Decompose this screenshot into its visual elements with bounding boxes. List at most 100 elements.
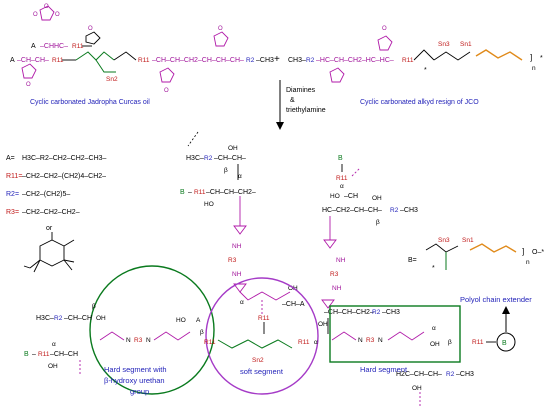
svg-text:–: – [188,189,192,196]
atom-N: N [126,337,131,344]
key-R11-formula: –CH2–CH2–(CH2)4–CH2– [22,173,106,180]
atom-B: B [338,155,343,162]
label-Sn2: Sn2 [106,76,118,83]
reagent-diamines: Diamines [286,87,316,94]
svg-text:]: ] [522,247,524,256]
key-B-label: B= [408,257,417,264]
alkyd-caption: Cyclic carbonated alkyd resign of JCO [360,99,479,106]
atom-OH: OH [228,145,238,152]
key-A-label: A= [6,155,15,162]
atom-O: O [44,4,49,10]
svg-text:H3C–: H3C– [186,155,204,162]
label-R11: R11 [194,189,206,196]
label-R11: R11 [72,43,84,50]
label-alpha: α [432,325,436,332]
label-R11: R11 [138,57,150,64]
atom-OH: OH [318,321,328,328]
label-beta: β [376,219,380,226]
intermediate-structure: H3C– R2 –CH–CH– OH β α B – R11 –CH–CH–CH… [180,131,305,334]
svg-text:HC–CH2–CH–CH–: HC–CH2–CH–CH– [322,207,382,214]
svg-text:–CH–CH–CH2–: –CH–CH–CH2– [206,189,256,196]
label-polyol-extender: Polyol chain extender [460,295,532,304]
label-alpha: α [240,299,244,306]
atom-OH: OH [430,341,440,348]
atom-N: N [378,337,383,344]
key-R2-formula: –CH2–(CH2)5– [22,191,70,198]
label-alpha: α [52,341,56,348]
key-A-formula: H3C–R2–CH2–CH2–CH3– [22,155,107,162]
svg-text:H3C–: H3C– [36,315,54,322]
label-R3: R3 [330,271,339,278]
label-hard-hydroxy-1: Hard segment with [104,365,167,374]
reaction-arrow: Diamines & triethylamine [276,80,326,130]
label-beta: β [200,329,204,336]
substituent-key: A= H3C–R2–CH2–CH2–CH3– R11= –CH2–CH2–(CH… [6,155,107,273]
label-R2: R2 [372,309,381,316]
atom-O: O [218,26,223,32]
alkyd-structure: CH3– R2 –HC–CH–CH2–HC–HC– R11 O Sn3 Sn1 … [288,26,543,106]
label-R2: R2 [390,207,399,214]
reagent-triethylamine: triethylamine [286,107,326,114]
label-R2: R2 [54,315,63,322]
atom-O: O [88,26,93,32]
svg-text:–HC–CH–CH2–HC–HC–: –HC–CH–CH2–HC–HC– [316,57,394,64]
key-R11-label: R11= [6,173,22,180]
label-alpha: α [314,339,318,346]
svg-text:–CH3: –CH3 [456,371,474,378]
atom-N: N [146,337,151,344]
label-Sn3: Sn3 [438,237,450,244]
label-R11: R11 [204,339,216,346]
label-n: n [526,259,530,266]
atom-B: B [180,189,185,196]
extender-symbol: B [502,340,507,347]
svg-text:–CH3: –CH3 [256,57,274,64]
svg-text:–CH–CH–: –CH–CH– [212,57,244,64]
label-n: n [532,65,536,72]
label-R11: R11 [402,57,414,64]
svg-text:–CH–CH–CH2–: –CH–CH–CH2– [324,309,374,316]
svg-text:–: – [32,351,36,358]
hard-segment-box [329,305,461,363]
atom-O: O [33,12,38,18]
label-R3: R3 [228,257,237,264]
svg-text:CH3–: CH3– [288,57,306,64]
svg-text:–CH–CH: –CH–CH [50,351,78,358]
svg-text:–CH: –CH [344,193,358,200]
label-R11: R11 [472,339,484,346]
label-R2: R2 [446,371,455,378]
svg-text:–CH–CH–: –CH–CH– [17,57,49,64]
atom-OH: OH [372,195,382,202]
label-beta: β [224,167,228,174]
label-R11: R11 [298,339,310,346]
atom-HO: HO [176,317,186,324]
key-R3-label: R3= [6,209,19,216]
label-R2: R2 [306,57,315,64]
atom-O: O [26,82,31,88]
label-beta: β [448,339,452,346]
atom-A: A [196,317,201,324]
plus-sign: + [274,54,280,65]
label-star: * [424,67,427,74]
hard-segment-hydroxy-circle [89,265,215,395]
oil-structure: O O O A –CHHC– R11 A –CH–CH– R11 Sn2 O R… [10,4,274,106]
atom-NH: NH [336,257,346,264]
atom-O: O [55,12,60,18]
label-soft-segment: soft segment [240,367,284,376]
key-or: or [46,225,53,232]
oil-caption: Cyclic carbonated Jadropha Curcas oil [30,99,150,106]
atom-O: O [382,26,387,32]
label-star: * [432,265,435,272]
label-alpha: α [340,183,344,190]
svg-text:–CH–CH: –CH–CH [64,315,92,322]
svg-text:–CHHC–: –CHHC– [40,43,68,50]
label-beta: β [92,303,96,310]
label-hard-hydroxy-2: β-hydroxy urethan [104,376,165,385]
atom-OH: OH [288,285,298,292]
label-R3: R3 [134,337,143,344]
label-Sn1: Sn1 [460,41,472,48]
svg-text:–CH–A: –CH–A [282,301,305,308]
atom-OH: OH [48,363,58,370]
key-R3-formula: –CH2–CH2–CH2– [22,209,80,216]
svg-text:–CH3: –CH3 [400,207,418,214]
